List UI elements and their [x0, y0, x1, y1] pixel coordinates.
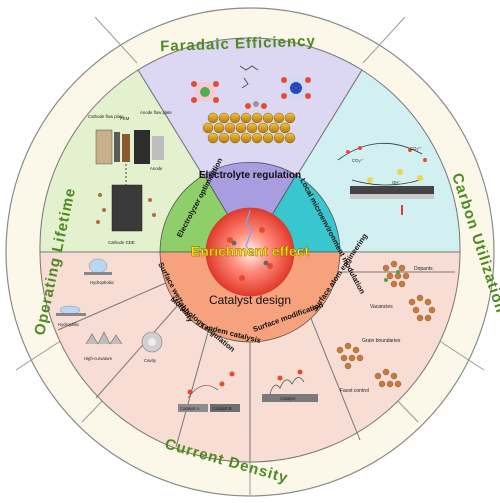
- label-co3-right: CO₃²⁻: [410, 146, 422, 151]
- label-hydrophobic: Hydrophobic: [90, 280, 115, 285]
- inner-ring: [159, 162, 341, 343]
- label-electrolyte-line: Electrolyte regulation: [199, 170, 301, 181]
- electrolyte-illustration: [191, 65, 311, 144]
- label-facet-control: Facet control: [340, 388, 369, 394]
- label-anode: Anode: [150, 166, 163, 171]
- electrolyzer-illustration: Cathode flow plate PEM Anode flow plate …: [88, 110, 172, 245]
- label-hydrophilic: Hydrophilic: [58, 322, 80, 327]
- label-faradaic: Faradaic Efficiency: [160, 33, 316, 55]
- label-catalyst: Catalyst: [280, 396, 296, 401]
- local-illustration: CO₃²⁻ CO₃²⁻ OH⁻: [337, 143, 434, 215]
- atom-illustration: Dopants Vacancies Grain boundaries Facet…: [336, 260, 436, 394]
- label-catalyst-a: Catalyst A: [180, 406, 199, 411]
- label-cathode-flow: Cathode flow plate: [88, 114, 124, 119]
- center-molecules: [227, 209, 273, 281]
- label-cathode-gde: Cathode GDE: [108, 240, 135, 245]
- label-pem: PEM: [120, 116, 130, 121]
- inner-electrolyte: [203, 162, 297, 253]
- label-catalyst-design: Catalyst design: [209, 293, 291, 307]
- outer-ring-dividers: [15, 16, 485, 495]
- wettability-illustration: Hydrophobic Hydrophilic: [56, 258, 115, 327]
- label-vacancies: Vacancies: [370, 304, 393, 310]
- center-title: Enrichment effect: [191, 243, 310, 259]
- modification-illustration: Catalyst: [262, 369, 318, 402]
- label-high-curvature: High-curvature: [84, 356, 113, 361]
- label-cavity: Cavity: [144, 358, 157, 363]
- morphology-illustration: High-curvature Cavity: [84, 331, 163, 363]
- label-anode-flow: Anode flow plate: [140, 110, 172, 115]
- center-core: [205, 207, 295, 297]
- label-grain-boundaries: Grain boundaries: [362, 338, 401, 344]
- label-co3-left: CO₃²⁻: [352, 158, 364, 163]
- tandem-illustration: Catalyst A Catalyst B: [178, 371, 240, 412]
- label-electrolyte: Electrolyte regulation: [199, 170, 301, 181]
- label-oh: OH⁻: [392, 180, 401, 185]
- label-dopants: Dopants: [414, 266, 433, 272]
- label-catalyst-b: Catalyst B: [212, 406, 232, 411]
- inner-catalyst: [159, 251, 341, 343]
